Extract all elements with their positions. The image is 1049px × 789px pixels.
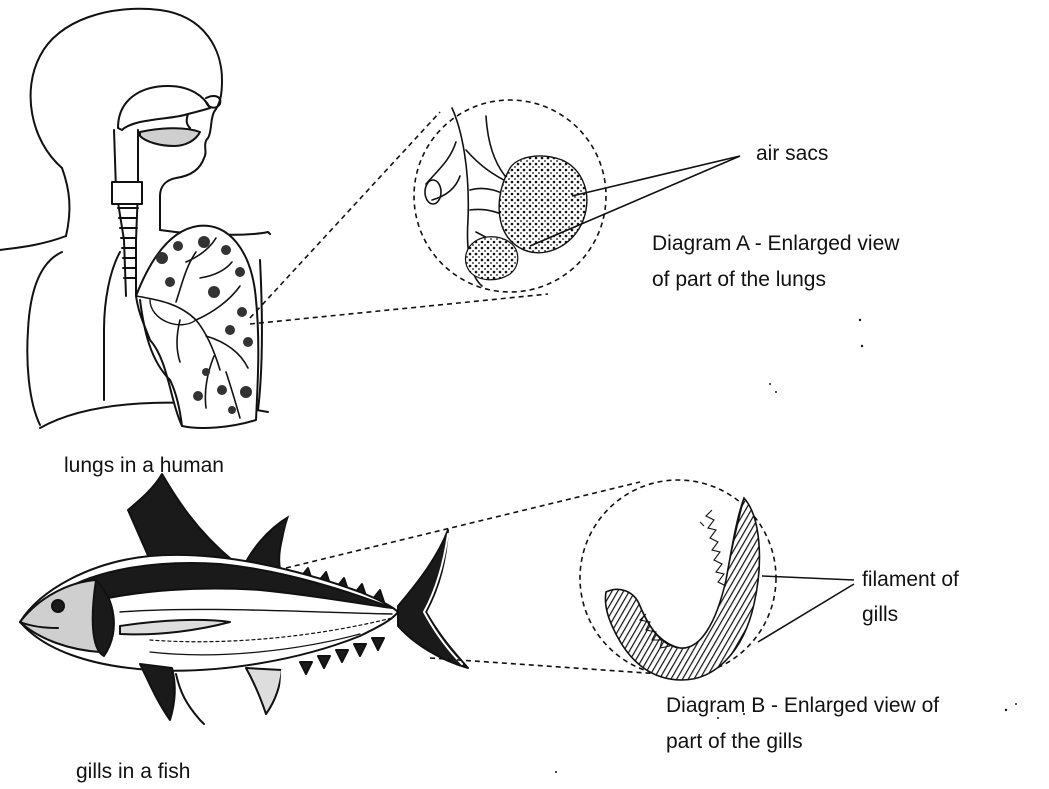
human-caption: lungs in a human — [64, 452, 224, 479]
fish-dorsal-fin — [128, 474, 232, 565]
mouth-tract — [140, 128, 200, 146]
filament-label-line2: gills — [862, 601, 898, 628]
human-neck — [62, 168, 69, 236]
nasal-tract — [118, 86, 210, 130]
filament-label-line1: filament of — [862, 566, 959, 593]
human-figure — [0, 9, 270, 428]
fish-pelvic-fin — [140, 664, 175, 720]
human-body-left — [104, 252, 120, 400]
air-sacs-label: air sacs — [756, 140, 828, 167]
alveoli-cluster-lower — [466, 237, 518, 280]
diagram-a-caption-line2: of part of the lungs — [652, 266, 826, 293]
human-shoulder-left — [0, 236, 66, 250]
diagram-b-enlarged-gills — [580, 480, 854, 680]
fish-figure — [20, 474, 468, 724]
fish-eye — [52, 600, 64, 612]
fish-caption: gills in a fish — [76, 758, 190, 785]
fish-head — [20, 580, 103, 652]
trachea — [114, 130, 138, 296]
diagram-b-caption-line2: part of the gills — [666, 728, 803, 755]
diagram-a-enlarged-lungs — [414, 100, 740, 292]
diagram-b-caption-line1: Diagram B - Enlarged view of — [666, 692, 939, 719]
human-arm-left — [27, 252, 62, 425]
larynx — [112, 182, 142, 204]
fish-tail — [398, 530, 468, 668]
diagram-a-caption-line1: Diagram A - Enlarged view — [652, 230, 899, 257]
